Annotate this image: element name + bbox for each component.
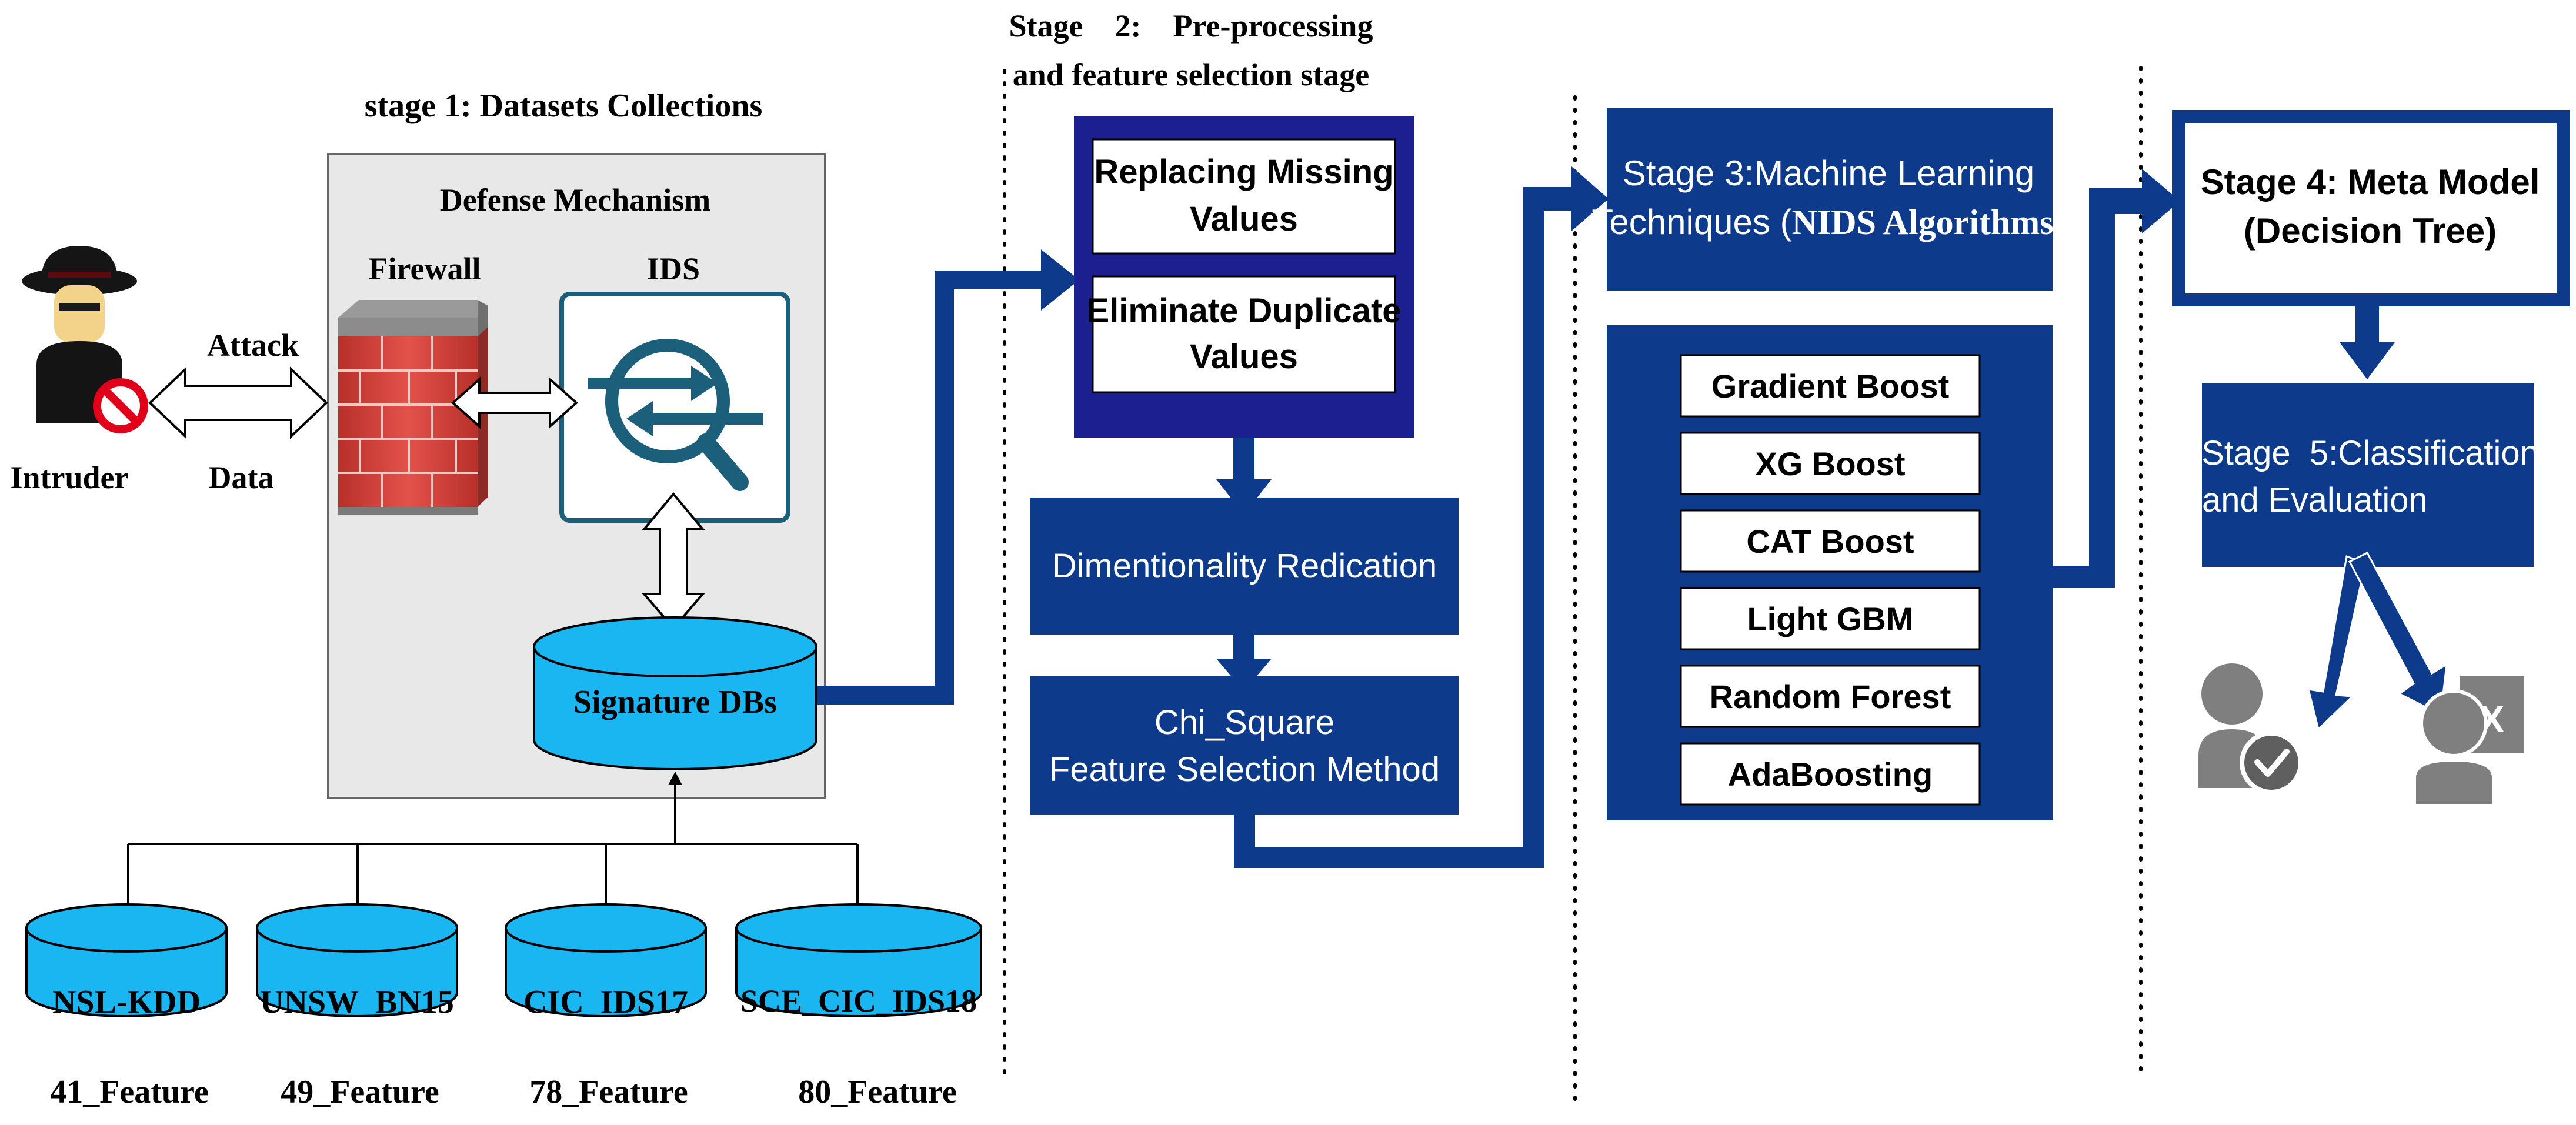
stage5-title-line1: Stage 5:Classification	[2201, 434, 2539, 472]
stage2-title-line1: Stage 2: Pre-processing	[1009, 8, 1373, 44]
firewall-icon	[338, 300, 488, 515]
attack-user-icon: X	[2413, 676, 2524, 807]
stage1-title: stage 1: Datasets Collections	[365, 88, 763, 124]
stage5-title-line2: and Evaluation	[2202, 481, 2428, 519]
eliminate-duplicate-box	[1092, 275, 1396, 393]
stage3-title-box	[1607, 108, 2053, 291]
replacing-missing-line1: Replacing Missing	[1094, 153, 1393, 191]
eliminate-duplicate-line1: Eliminate Duplicate	[1086, 292, 1401, 330]
dimensionality-reduction-box	[1030, 498, 1459, 635]
replacing-missing-line2: Values	[1190, 200, 1298, 238]
data-label: Data	[209, 460, 274, 495]
dataset-name: NSL-KDD	[52, 984, 201, 1020]
stage3-title-line2-prefix: Techniques (	[1591, 202, 1791, 242]
dataset-cylinder-nsl-kdd	[25, 903, 228, 1017]
algorithm-label: XG Boost	[1755, 445, 1905, 482]
attack-data-arrow	[148, 366, 328, 439]
dimensionality-reduction-label: Dimentionality Redication	[1052, 547, 1437, 585]
algorithm-box	[1680, 742, 1981, 806]
algorithm-label: Gradient Boost	[1711, 368, 1949, 405]
replacing-missing-box	[1092, 138, 1396, 255]
stage4-box	[2172, 110, 2570, 306]
db-to-stage2-arrow	[817, 249, 1079, 705]
output-arrow-normal	[2307, 555, 2367, 731]
algorithm-label: AdaBoosting	[1728, 756, 1933, 793]
algorithm-box	[1680, 587, 1981, 650]
stage3-title-line2: Techniques (NIDS Algorithms)	[1591, 202, 2065, 242]
stage3-to-stage4-arrow	[2053, 169, 2180, 588]
intruder-icon	[22, 246, 148, 433]
dim-to-chi-arrow	[1216, 635, 1272, 691]
dataset-tree-arrowhead	[668, 772, 682, 785]
dataset-cylinder-sce-cic-ids18	[735, 903, 982, 1017]
dataset-features: 78_Feature	[529, 1074, 688, 1110]
algorithm-box	[1680, 665, 1981, 728]
stage4-title-line1: Stage 4: Meta Model	[2201, 162, 2540, 202]
stage3-title-line1: Stage 3:Machine Learning	[1623, 153, 2035, 193]
signature-db-label: Signature DBs	[573, 684, 777, 720]
stage3-title-line2-suffix: )	[2054, 202, 2066, 242]
ids-icon	[559, 292, 790, 523]
algorithm-box	[1680, 432, 1981, 495]
signature-db-cylinder	[533, 616, 817, 770]
dataset-features: 41_Feature	[50, 1074, 209, 1110]
output-arrow-attack	[2348, 552, 2448, 716]
dataset-name: SCE_CIC_IDS18	[740, 983, 977, 1019]
chi-square-line2: Feature Selection Method	[1049, 750, 1440, 789]
stage2-title-line2: and feature selection stage	[1013, 57, 1369, 92]
firewall-ids-arrow	[451, 376, 579, 429]
stage4-to-stage5-arrow	[2340, 300, 2395, 379]
algorithm-label: CAT Boost	[1746, 523, 1914, 560]
dataset-features: 49_Feature	[281, 1074, 439, 1110]
stage4-title-line2: (Decision Tree)	[2244, 211, 2497, 251]
ids-label: IDS	[647, 251, 700, 286]
dataset-cylinder-cic-ids17	[505, 903, 707, 1017]
dataset-connector-tree	[127, 782, 859, 917]
dataset-features: 80_Feature	[798, 1074, 957, 1110]
chi-square-line1: Chi_Square	[1154, 703, 1334, 742]
stage3-nids-algorithms: NIDS Algorithms	[1792, 203, 2054, 242]
preprocessing-to-dim-arrow	[1216, 438, 1272, 515]
dataset-name: CIC_IDS17	[523, 984, 688, 1020]
algorithm-label: Light GBM	[1747, 600, 1913, 637]
algorithm-label: Random Forest	[1710, 678, 1951, 715]
stage5-box	[2202, 383, 2534, 567]
intruder-label: Intruder	[11, 460, 129, 495]
chi-square-box	[1030, 676, 1459, 815]
eliminate-duplicate-line2: Values	[1190, 338, 1298, 376]
attack-label: Attack	[207, 328, 299, 363]
dataset-name: UNSW_BN15	[260, 984, 454, 1020]
firewall-label: Firewall	[369, 251, 481, 286]
dataset-cylinder-unsw	[256, 903, 458, 1017]
stage2-to-stage3-arrow	[1234, 166, 1609, 868]
algorithm-box	[1680, 509, 1981, 573]
algorithm-box	[1680, 354, 1981, 418]
defense-mechanism-title: Defense Mechanism	[440, 182, 710, 218]
normal-user-icon	[2198, 663, 2303, 794]
